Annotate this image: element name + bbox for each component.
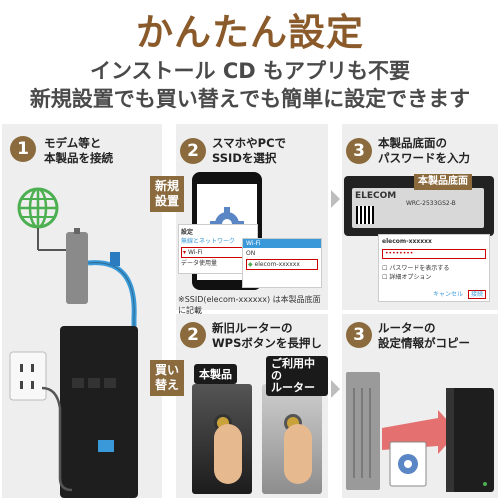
wifi-label: Wi-Fi <box>187 249 203 256</box>
ssid-list-item[interactable]: ◆ elecom-xxxxxx <box>246 259 318 270</box>
device-bottom-label: ELECOM WRC-2533GS2-B <box>344 176 494 236</box>
step2-bottom-panel: 2 新旧ルーターの WPSボタンを長押し 本製品 ご利用中の ルーター <box>176 314 328 498</box>
new-install-line1: 新規 <box>154 179 179 193</box>
step3-bottom-badge: 3 <box>346 322 372 348</box>
wifi-list-popup: Wi-Fi ON ◆ elecom-xxxxxx <box>242 238 322 288</box>
this-product-wps-area <box>192 384 252 494</box>
replacement-tag: 買い 替え <box>150 360 184 396</box>
dialog-buttons: キャンセル 接続 <box>433 289 486 299</box>
step3-bottom-line1: ルーターの <box>378 321 436 335</box>
replacement-line1: 買い <box>154 363 179 377</box>
dialog-ssid: elecom-xxxxxx <box>382 238 432 245</box>
copy-illustration <box>346 372 494 492</box>
arrow-step2-to-step3-bottom <box>331 380 340 398</box>
step2-top-text: スマホやPCで SSIDを選択 <box>212 136 286 166</box>
ssid-note: ※SSID(elecom-xxxxxx) は本製品底面に記載 <box>178 295 321 315</box>
advanced-label: 詳細オプション <box>389 274 432 281</box>
settings-popup: 設定 無線とネットワーク ▾ Wi-Fi データ使用量 <box>178 224 258 274</box>
data-usage-item[interactable]: データ使用量 <box>181 258 255 267</box>
this-product-label: 本製品 <box>194 364 237 384</box>
step2-bottom-line2: WPSボタンを長押し <box>212 336 322 350</box>
advanced-checkbox-icon: ☐ <box>382 274 388 281</box>
cancel-button[interactable]: キャンセル <box>433 291 464 298</box>
subtitle-line-2: 新規設置でも買い替えでも簡単に設定できます <box>29 87 471 111</box>
step2-top-line1: スマホやPCで <box>212 136 287 150</box>
step1-line2: 本製品を接続 <box>44 151 113 165</box>
wifi-signal-icon: ◆ <box>248 261 253 268</box>
finger-current-router <box>284 424 312 484</box>
model-label: WRC-2533GS2-B <box>406 200 456 207</box>
advanced-options[interactable]: ☐ 詳細オプション <box>382 272 486 281</box>
step2-bottom-line1: 新旧ルーターの <box>212 321 293 335</box>
ssid-text: elecom-xxxxxx <box>254 261 300 268</box>
new-router-icon <box>446 388 494 492</box>
step1-badge: 1 <box>10 136 36 162</box>
step1-line1: モデム等と <box>44 136 102 150</box>
brand-label: ELECOM <box>355 191 397 201</box>
step2-bottom-badge: 2 <box>180 322 206 348</box>
step3-top-line2: パスワードを入力 <box>378 151 470 165</box>
settings-header: 設定 <box>181 229 194 236</box>
wifi-icon: ▾ <box>183 249 187 256</box>
step3-top-line1: 本製品底面の <box>378 136 447 150</box>
step1-illustration <box>9 187 138 498</box>
device-bottom-tag: 本製品底面 <box>414 174 472 190</box>
qr-code-icon <box>356 206 374 224</box>
show-password-label: パスワードを表示する <box>389 265 450 272</box>
step2-top-panel: 2 スマホやPCで SSIDを選択 設定 無線とネットワーク ▾ Wi-Fi デ… <box>176 124 328 315</box>
finger-this-product <box>214 424 242 484</box>
connect-button[interactable]: 接続 <box>467 290 486 299</box>
page-title: かんたん設定 <box>136 11 364 54</box>
password-dialog: elecom-xxxxxx •••••••• ☐ パスワードを表示する ☐ 詳細… <box>378 234 490 302</box>
step3-top-badge: 3 <box>346 138 372 164</box>
step2-bottom-text: 新旧ルーターの WPSボタンを長押し <box>212 321 322 351</box>
settings-section: 無線とネットワーク <box>181 238 236 245</box>
modem-icon <box>66 228 88 304</box>
step1-text: モデム等と 本製品を接続 <box>44 136 113 166</box>
current-router-wps-area <box>262 384 322 494</box>
step2-top-line2: SSIDを選択 <box>212 151 277 165</box>
password-input[interactable]: •••••••• <box>382 249 486 259</box>
step3-bottom-panel: 3 ルーターの 設定情報がコピー <box>342 314 498 498</box>
new-install-tag: 新規 設置 <box>150 176 184 212</box>
step3-top-panel: 3 本製品底面の パスワードを入力 ELECOM WRC-2533GS2-B 本… <box>342 124 498 310</box>
show-password-checkbox[interactable]: ☐ パスワードを表示する <box>382 263 486 272</box>
step1-panel: 1 モデム等と 本製品を接続 <box>2 124 162 498</box>
settings-document-icon <box>389 441 427 487</box>
new-install-line2: 設置 <box>154 194 179 208</box>
subtitle-line-1: インストール CD もアプリも不要 <box>89 59 411 83</box>
lan-plug-icon <box>110 252 120 266</box>
replacement-line2: 替え <box>154 378 179 392</box>
step3-bottom-text: ルーターの 設定情報がコピー <box>378 321 470 351</box>
arrow-step2-to-step3-top <box>331 190 340 208</box>
current-router-label: ご利用中の ルーター <box>266 356 328 396</box>
globe-icon <box>17 187 59 229</box>
current-router-line1: ご利用中の <box>271 357 315 382</box>
current-router-line2: ルーター <box>271 381 315 394</box>
router-icon <box>60 326 138 498</box>
step3-top-text: 本製品底面の パスワードを入力 <box>378 136 470 166</box>
step3-bottom-line2: 設定情報がコピー <box>378 336 470 350</box>
wifi-on-label: ON <box>246 250 256 257</box>
data-usage-label: データ使用量 <box>181 260 218 267</box>
old-router-icon <box>346 372 380 490</box>
power-outlet-icon <box>9 351 47 401</box>
checkbox-icon: ☐ <box>382 265 388 272</box>
step2-top-badge: 2 <box>180 138 206 164</box>
device-label-inner: ELECOM WRC-2533GS2-B <box>352 188 484 228</box>
wifi-list-header: Wi-Fi <box>243 239 321 248</box>
